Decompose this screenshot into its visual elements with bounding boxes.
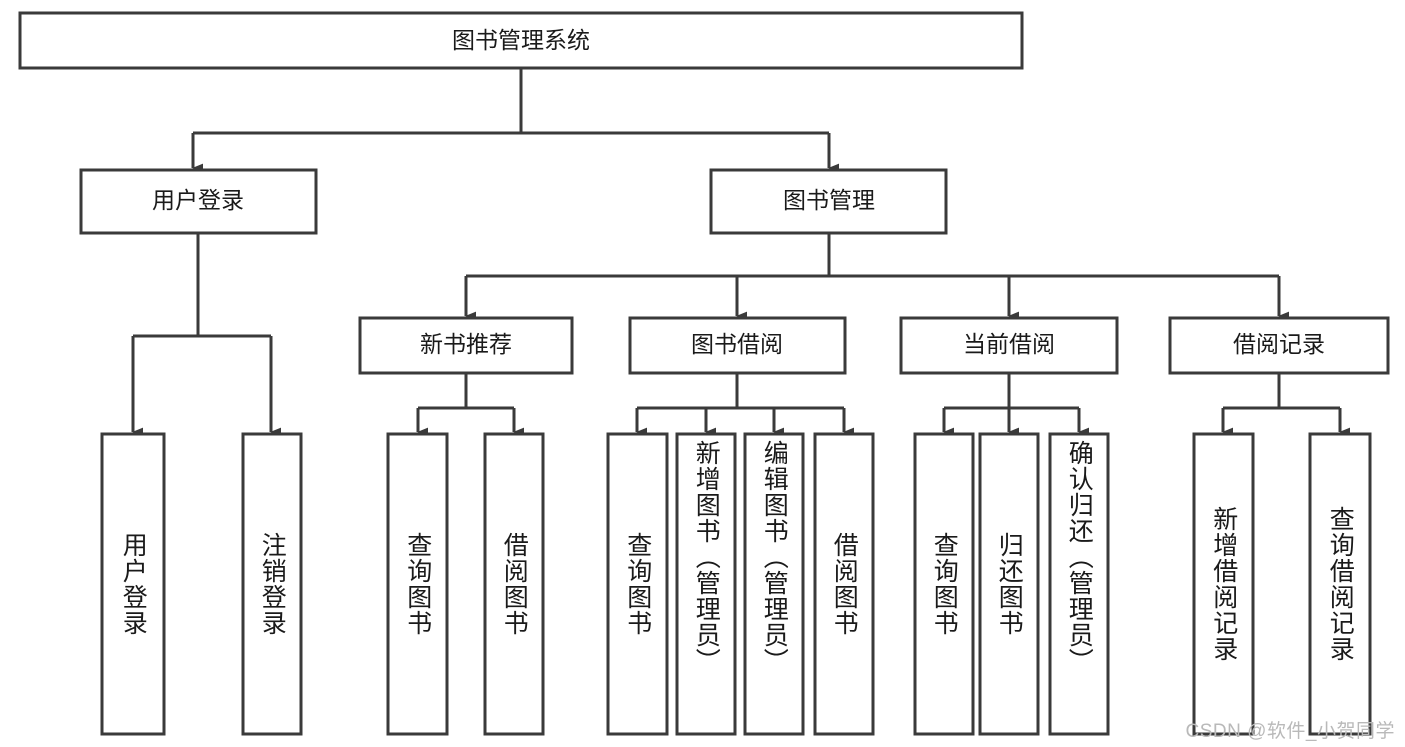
node-new-book-recommend[interactable]: 新书推荐 xyxy=(358,316,574,375)
node-borrow-record[interactable]: 借阅记录 xyxy=(1168,316,1390,375)
node-current-borrow[interactable]: 当前借阅 xyxy=(899,316,1119,375)
node-user-login[interactable]: 用户登录 xyxy=(79,168,318,235)
node-leaf-confirm-return-admin[interactable] xyxy=(1048,432,1110,736)
node-leaf-borrow-book-1[interactable] xyxy=(483,432,545,736)
node-root[interactable]: 图书管理系统 xyxy=(18,11,1024,70)
node-leaf-borrow-book-2[interactable] xyxy=(813,432,875,736)
node-leaf-user-login[interactable] xyxy=(100,432,166,736)
node-leaf-edit-book-admin[interactable] xyxy=(743,432,805,736)
csdn-watermark: CSDN @软件_小贺同学 xyxy=(1185,721,1395,742)
node-new-book-recommend-label: 新书推荐 xyxy=(420,331,512,357)
node-book-borrow-label: 图书借阅 xyxy=(691,331,783,357)
node-root-label: 图书管理系统 xyxy=(452,27,590,53)
node-leaf-query-book-1[interactable] xyxy=(386,432,449,736)
node-leaf-query-book-3[interactable] xyxy=(913,432,975,736)
node-leaf-return-book[interactable] xyxy=(978,432,1040,736)
node-current-borrow-label: 当前借阅 xyxy=(963,331,1055,357)
node-leaf-add-book-admin[interactable] xyxy=(675,432,737,736)
node-book-manage[interactable]: 图书管理 xyxy=(709,168,948,235)
node-user-login-label: 用户登录 xyxy=(152,187,244,213)
node-leaf-add-borrow-record[interactable] xyxy=(1192,432,1255,736)
node-leaf-query-book-2[interactable] xyxy=(606,432,669,736)
leaf-rect-group xyxy=(100,432,1372,736)
node-leaf-query-borrow-record[interactable] xyxy=(1308,432,1372,736)
node-leaf-user-logout[interactable] xyxy=(241,432,303,736)
node-book-manage-label: 图书管理 xyxy=(783,187,875,213)
edge-group xyxy=(131,68,1351,437)
node-borrow-record-label: 借阅记录 xyxy=(1233,331,1325,357)
node-book-borrow[interactable]: 图书借阅 xyxy=(628,316,847,375)
